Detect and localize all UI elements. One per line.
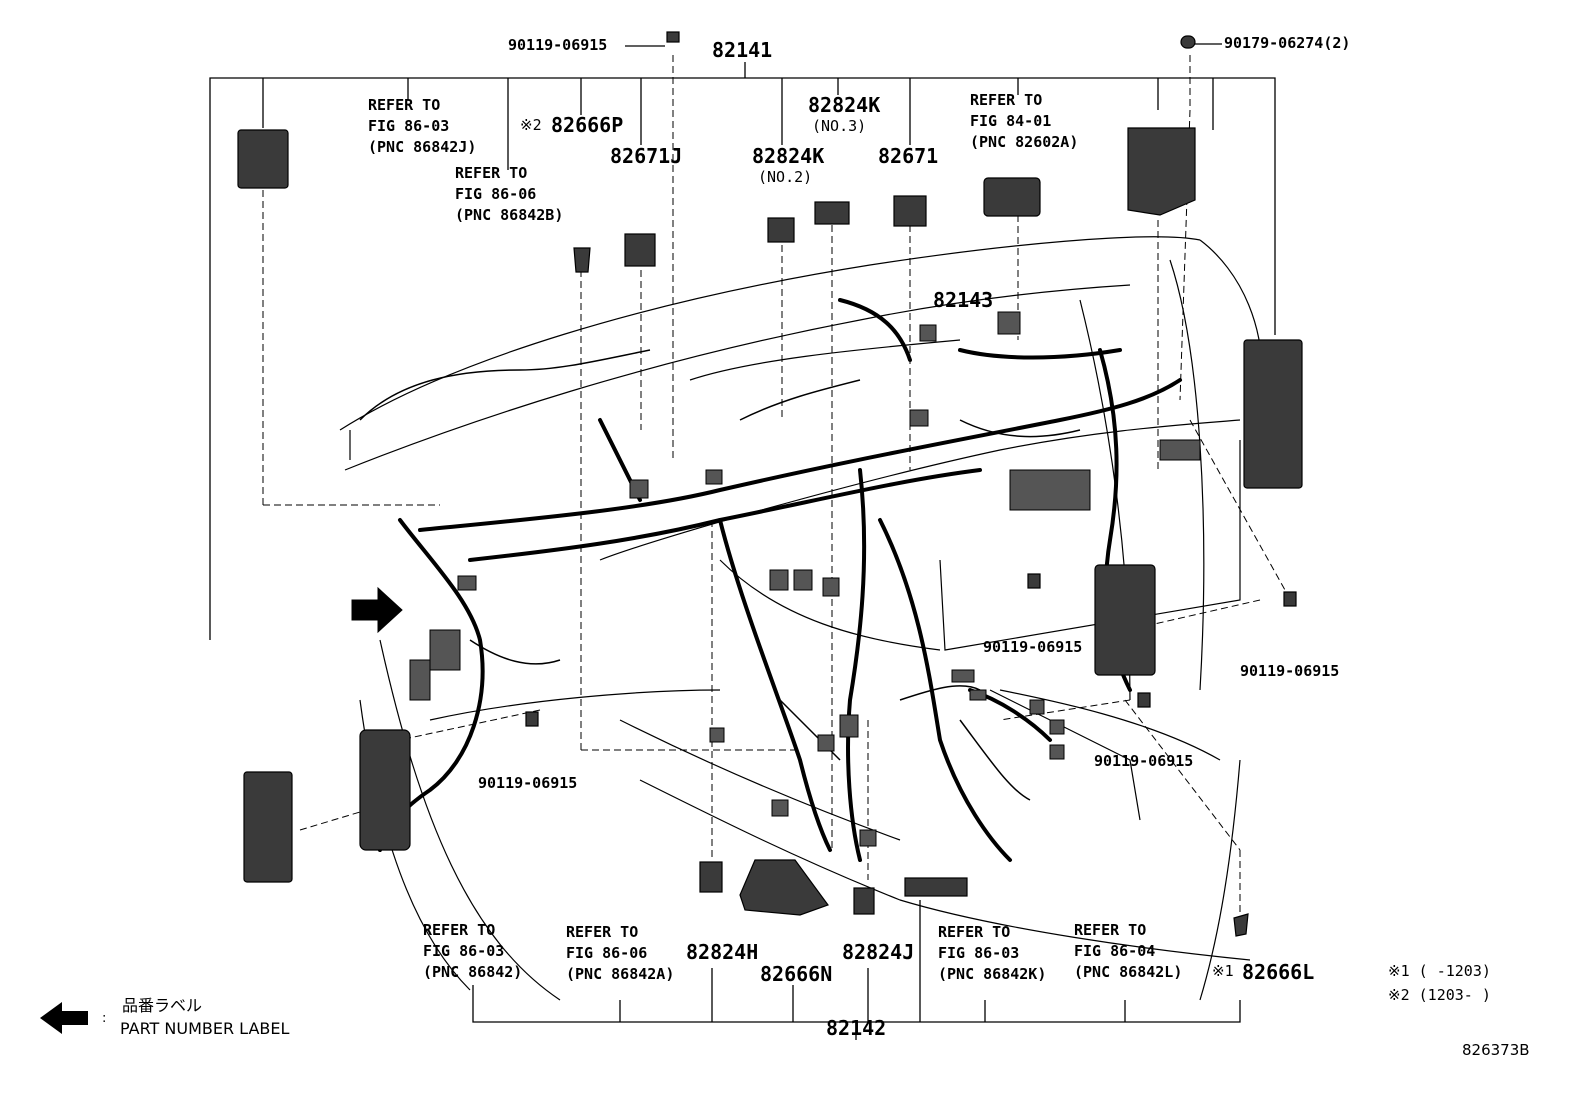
connector-82824J [853,887,875,915]
part-82671-label: 82671 [878,144,939,168]
connector-86842K [904,877,968,897]
bolt-lower-left-glyph [525,711,539,727]
module-82602A [983,177,1041,217]
part-82666N-label: 82666N [760,962,833,986]
relay-box-top-right [1127,127,1196,216]
connector-82671 [893,195,927,227]
bolt-center-glyph [1027,573,1041,589]
bolt-lower-right-glyph [1137,692,1151,708]
clip-82666L [1233,913,1249,937]
clip-82666P [573,247,591,273]
part-82824K-no2-sub: (NO.2) [758,168,813,186]
note-2-range: ※2 (1203- ) [1388,986,1491,1004]
connector-82824H [699,861,723,893]
connector-82824K-no3 [814,201,850,225]
junction-left-lower [359,729,411,851]
label-location-arrow [351,586,403,634]
fuse-cluster [1094,564,1156,676]
note-1-range: ※1 ( -1203) [1388,962,1491,980]
bolt-top-glyph [666,31,680,43]
part-82824J-label: 82824J [842,940,915,964]
bolt-top-label: 90119-06915 [508,36,608,54]
junction-block-right [1243,339,1303,489]
bolt-lower-right-label: 90119-06915 [1094,752,1194,770]
bracket-82141 [209,77,1276,640]
note-mark-2: ※2 [520,116,542,134]
part-82666L-label: 82666L [1242,960,1315,984]
connector-82671J [624,233,656,267]
legend-arrow-glyph [40,1002,88,1034]
clip-top-right-glyph [1180,35,1196,49]
bolt-lower-left-label: 90119-06915 [478,774,578,792]
bracket-82666N [739,859,829,916]
figure-id: 826373B [1462,1041,1530,1059]
part-82824H-label: 82824H [686,940,759,964]
bolt-right-label: 90119-06915 [1240,662,1340,680]
connector-top-left [237,129,289,189]
note-mark-1: ※1 [1212,962,1234,980]
part-82824K-no3-sub: (NO.3) [812,117,867,135]
connector-82824K-no2 [767,217,795,243]
clip-top-right-label: 90179-06274(2) [1224,34,1351,52]
legend-en-label: PART NUMBER LABEL [120,1019,290,1038]
part-82142-label: 82142 [826,1016,887,1040]
bolt-right-glyph [1283,591,1297,607]
part-82671J-label: 82671J [610,144,683,168]
part-82141-label: 82141 [712,38,773,62]
bolt-center-label: 90119-06915 [983,638,1083,656]
part-82143-label: 82143 [933,288,994,312]
junction-block-left [243,771,293,883]
part-82824K-no3-label: 82824K [808,93,881,117]
part-82666P-label: 82666P [551,113,624,137]
legend-jp-label: 品番ラベル [122,996,203,1015]
part-82824K-no2-label: 82824K [752,144,825,168]
legend-dot: : [102,1011,107,1026]
